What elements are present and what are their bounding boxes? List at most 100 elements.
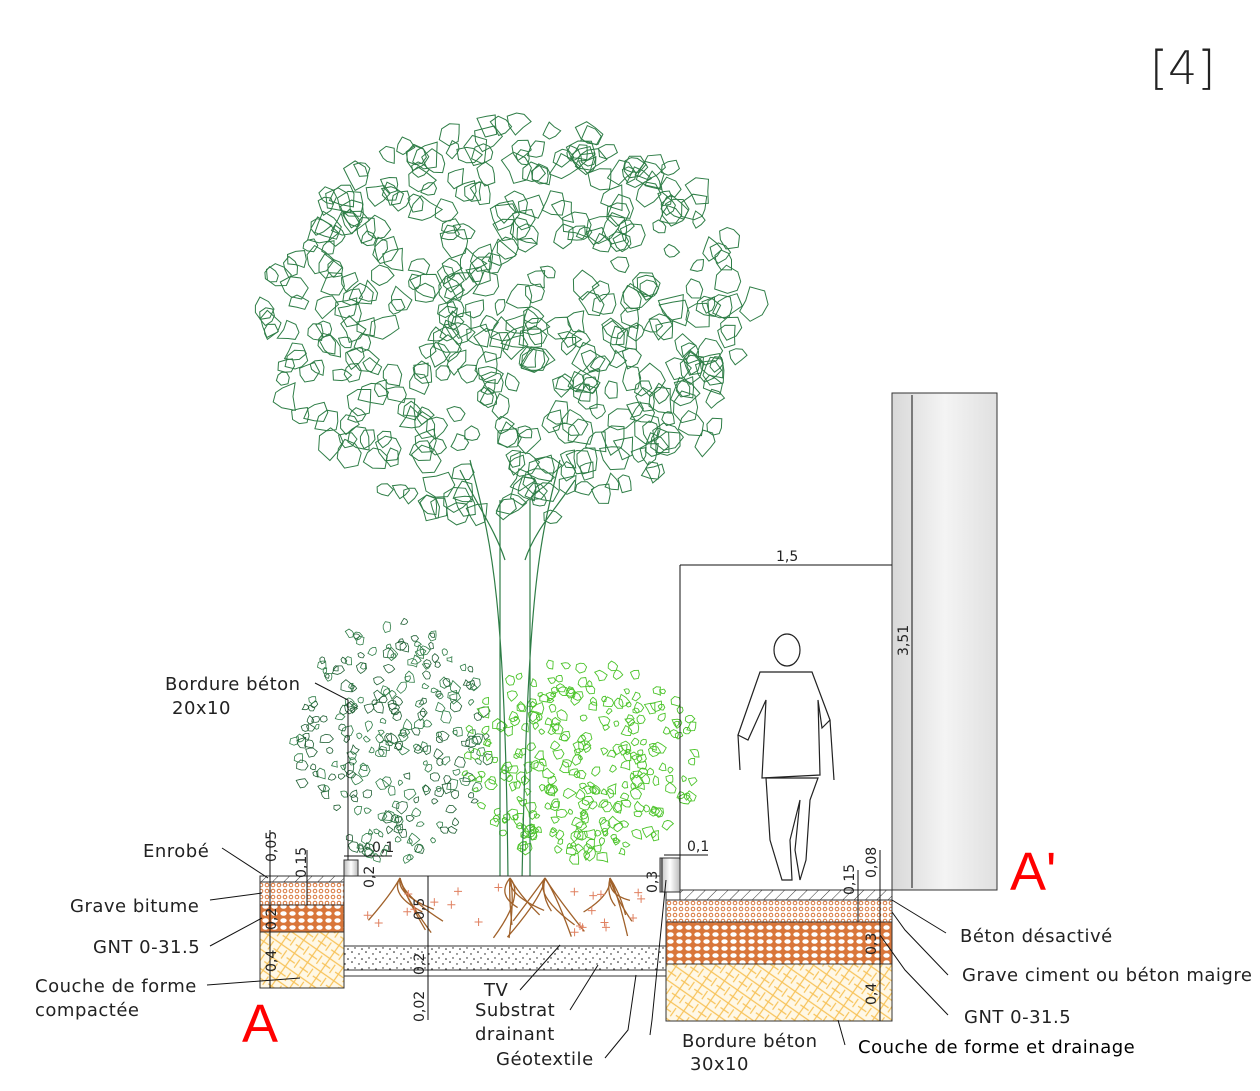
leaf — [422, 760, 428, 766]
leaf — [638, 772, 651, 785]
leaf — [662, 726, 671, 735]
leaf — [319, 733, 334, 744]
leaf — [307, 704, 316, 712]
leaf — [618, 847, 626, 856]
leaf — [543, 509, 563, 525]
leaf — [403, 772, 411, 780]
leaf — [320, 272, 345, 296]
leaf — [344, 656, 353, 666]
leaf — [680, 342, 700, 365]
leaf — [720, 316, 743, 341]
leaf — [571, 146, 595, 171]
leaf — [367, 647, 377, 657]
leaf — [520, 830, 529, 839]
leaf — [393, 823, 404, 834]
leaf — [465, 299, 485, 319]
dim-forme-left: 0,4 — [264, 950, 280, 972]
leaf — [519, 346, 550, 371]
leaf — [509, 216, 531, 241]
leaf — [607, 815, 622, 829]
leaf — [561, 408, 589, 436]
leaf — [368, 746, 375, 754]
leaf — [489, 818, 500, 827]
leaf — [412, 743, 421, 751]
leaf — [500, 325, 525, 349]
leaf — [575, 788, 586, 800]
leaf — [648, 743, 657, 751]
leaf — [325, 187, 351, 214]
leaf — [445, 139, 460, 160]
leaf — [264, 266, 279, 283]
leaf — [579, 811, 589, 825]
leaf — [604, 380, 618, 399]
leaf — [418, 697, 427, 705]
leaf — [476, 747, 486, 757]
leaf — [390, 813, 399, 824]
leaf — [471, 735, 482, 746]
leaf — [441, 218, 462, 234]
leaf — [694, 429, 716, 458]
leaf — [467, 665, 474, 673]
leaf — [571, 816, 585, 829]
leaf — [660, 159, 680, 176]
leaf — [482, 753, 494, 766]
leaf — [437, 730, 450, 742]
leaf — [379, 717, 387, 724]
leaf — [576, 447, 598, 475]
soil-mark — [430, 898, 439, 907]
leaf — [568, 768, 580, 776]
leaf — [381, 181, 399, 201]
leaf — [526, 270, 546, 289]
leaf — [577, 677, 588, 688]
leaf — [397, 779, 404, 787]
dim-enrobe: 0,05 — [264, 831, 280, 862]
leaf — [340, 725, 354, 738]
leaf — [626, 401, 644, 418]
leaf — [534, 456, 563, 474]
leaf — [352, 631, 363, 641]
leaf — [707, 294, 733, 319]
leaf — [342, 160, 369, 192]
root — [608, 877, 616, 907]
leaf — [337, 432, 358, 449]
leaf — [685, 278, 704, 299]
leaf — [639, 738, 647, 746]
leaf — [441, 257, 463, 279]
leaf — [272, 381, 296, 412]
leaf — [652, 422, 685, 451]
soil-mark — [363, 911, 372, 920]
leaf — [337, 302, 362, 328]
leaf — [414, 282, 436, 303]
leaf — [492, 218, 515, 242]
leaf — [689, 748, 700, 758]
leaf — [396, 801, 408, 815]
leaf — [644, 463, 665, 484]
leaf — [530, 701, 545, 715]
soil-mark — [410, 905, 419, 914]
leaf — [363, 807, 372, 814]
leaf — [501, 816, 509, 824]
leaf — [535, 826, 542, 834]
leaf — [574, 376, 599, 394]
leaf — [604, 472, 620, 491]
leaf — [580, 152, 597, 167]
leaf — [619, 820, 630, 828]
leaf — [489, 331, 511, 351]
leaf — [442, 677, 451, 687]
leaf — [516, 795, 523, 803]
leaf — [424, 763, 433, 773]
leaf — [629, 669, 640, 680]
leaf — [602, 724, 611, 731]
leaf — [345, 769, 357, 779]
leaf — [663, 243, 681, 258]
person-walking — [737, 633, 835, 881]
leaf — [465, 724, 474, 735]
leaf — [439, 826, 449, 834]
leaf — [577, 754, 583, 761]
leaf — [548, 703, 557, 713]
leaf — [343, 362, 362, 383]
label-beton-desactive: Béton désactivé — [960, 926, 1113, 947]
leaf — [477, 770, 486, 779]
leaf — [506, 112, 532, 136]
root — [508, 877, 513, 939]
